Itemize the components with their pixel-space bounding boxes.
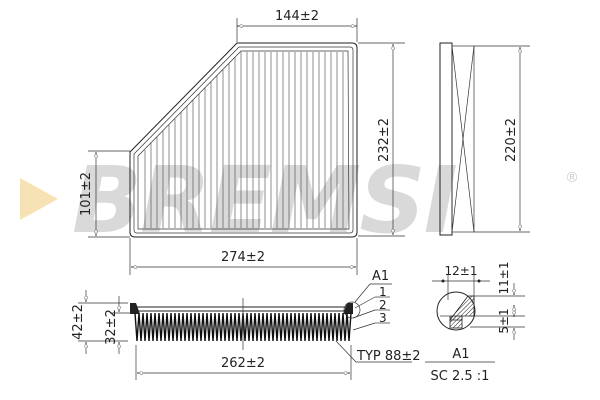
registered-mark: ®: [565, 170, 579, 186]
dim-total-height: 42±2: [71, 304, 86, 340]
top-view: 144±2 232±2 101±2 274±2: [79, 9, 405, 275]
detail-scale: SC 2.5 :1: [431, 369, 490, 384]
section-view: 42±2 32±2 262±2 A1 1 2 3 TYP 88±2: [71, 269, 421, 380]
brand-watermark: BREMSI ®: [20, 147, 579, 254]
dim-detail-height-upper: 11±1: [497, 262, 511, 295]
dim-side-height: 101±2: [79, 172, 94, 216]
watermark-arrow-icon: [20, 178, 58, 220]
pleat-lines: [144, 52, 344, 228]
dim-pleat-height: 32±2: [104, 309, 119, 345]
pleat-count-label: TYP 88±2: [356, 349, 421, 364]
dim-pleat-width: 262±2: [221, 356, 265, 371]
dim-top-width: 144±2: [275, 9, 319, 24]
dim-detail-height-lower: 5±1: [497, 308, 511, 333]
dim-side-height: 220±2: [504, 118, 519, 162]
detail-ref-label: A1: [372, 269, 389, 284]
callout-3: 3: [379, 311, 387, 325]
side-view: 220±2: [439, 42, 530, 236]
detail-a1: 12±1 11±1 5±1 A1 SC 2.5 :1: [425, 262, 525, 384]
dim-overall-height: 232±2: [377, 118, 392, 162]
dim-detail-width: 12±1: [445, 264, 478, 278]
detail-title: A1: [452, 347, 469, 362]
dim-overall-width: 274±2: [221, 250, 265, 265]
callout-2: 2: [379, 298, 387, 312]
callout-1: 1: [379, 285, 387, 299]
